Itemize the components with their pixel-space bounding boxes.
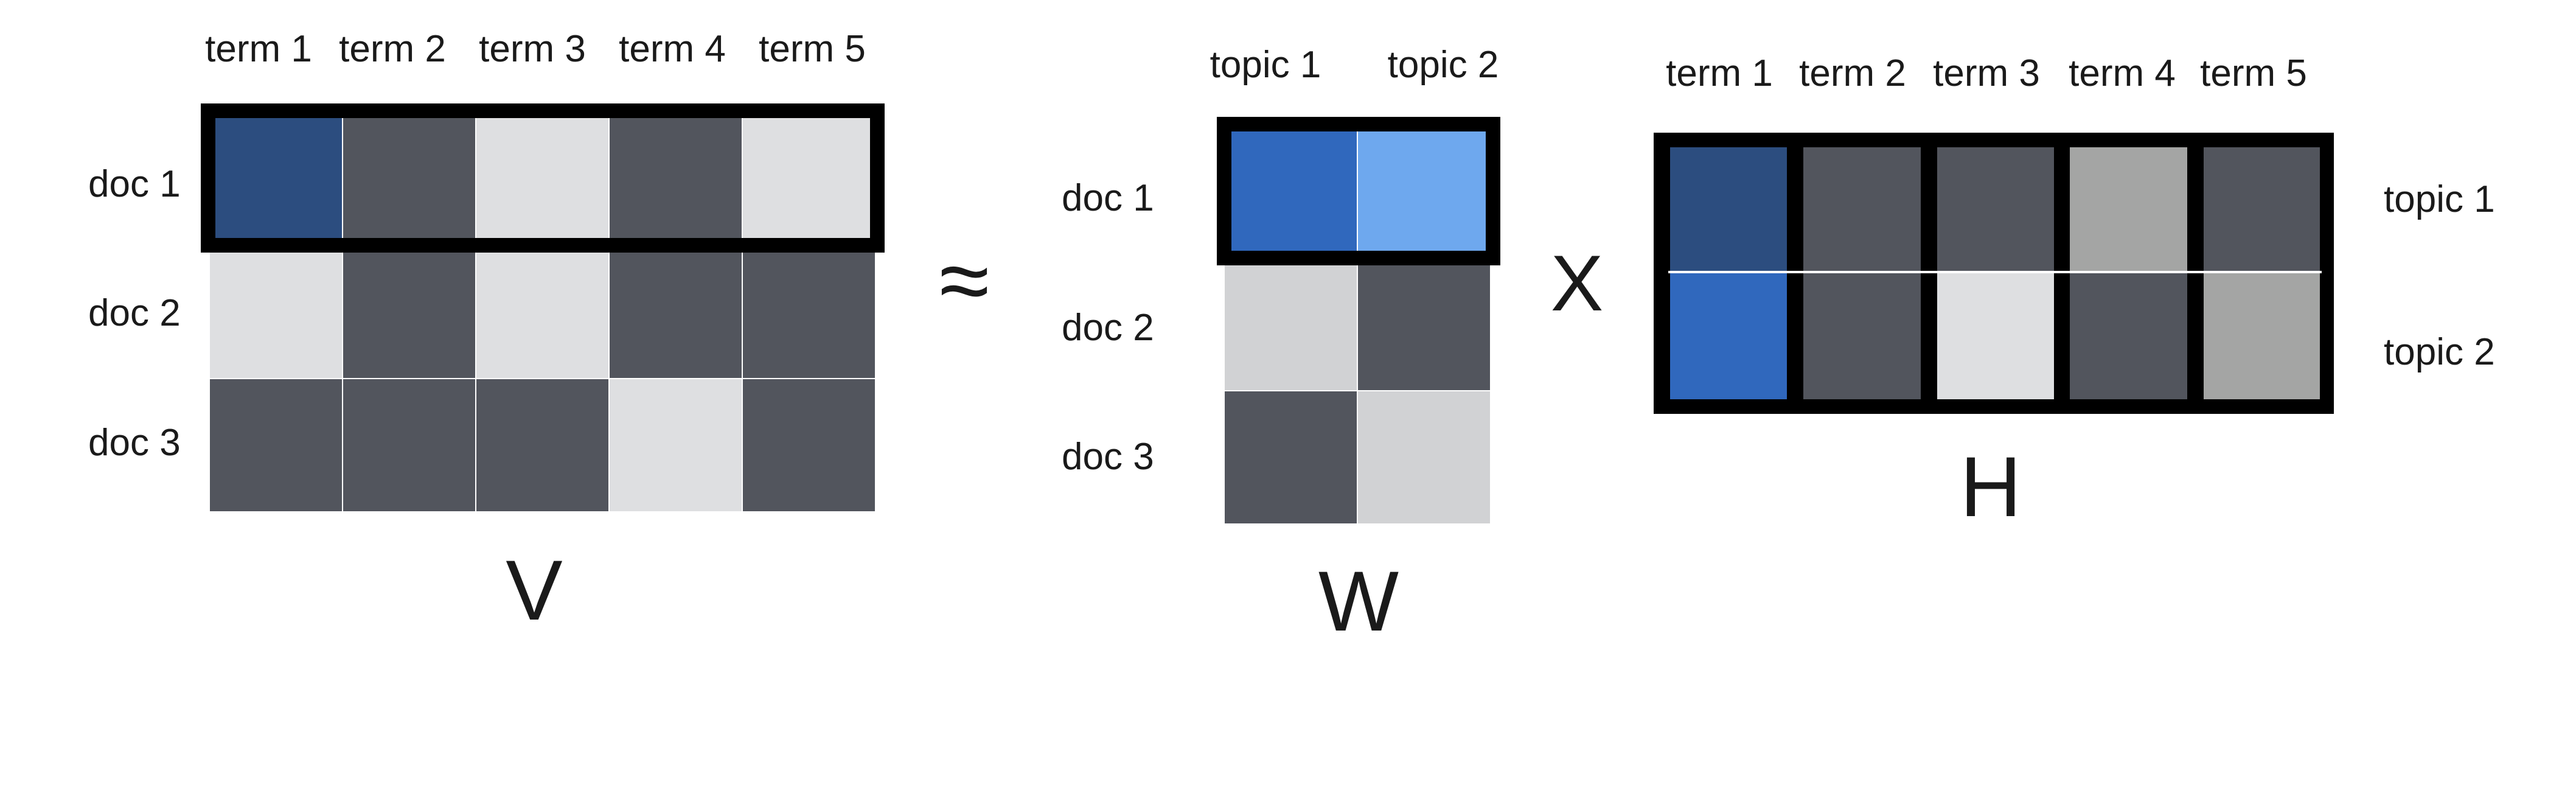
v-cell-doc3-term5	[743, 379, 875, 511]
v-col-header-term-5: term 5	[759, 28, 866, 70]
v-row-header-doc-1: doc 1	[88, 163, 181, 205]
w-cell-doc2-topic2	[1358, 263, 1490, 390]
v-cell-doc2-term4	[610, 251, 742, 378]
v-cell-doc3-term4	[610, 379, 742, 511]
w-cell-doc3-topic2	[1358, 391, 1490, 523]
v-doc1-highlight-frame	[201, 103, 885, 253]
w-col-header-topic-2: topic 2	[1387, 44, 1499, 86]
h-cell-topic2-term3	[1937, 273, 2054, 399]
h-col-header-term-3: term 3	[1933, 52, 2040, 94]
h-col-header-term-5: term 5	[2200, 52, 2307, 94]
h-col-header-term-1: term 1	[1666, 52, 1773, 94]
h-row-header-topic-2: topic 2	[2384, 331, 2495, 373]
w-col-header-topic-1: topic 1	[1210, 44, 1321, 86]
h-row-header-topic-1: topic 1	[2384, 178, 2495, 220]
v-matrix-label: V	[506, 542, 563, 638]
v-col-header-term-1: term 1	[205, 28, 312, 70]
w-cell-doc1-topic1	[1225, 128, 1357, 256]
approx-symbol: ≈	[939, 229, 990, 331]
h-cell-topic2-term4	[2070, 273, 2187, 399]
v-row-header-doc-3: doc 3	[88, 422, 181, 464]
v-cell-doc3-term2	[343, 379, 475, 511]
v-row-header-doc-2: doc 2	[88, 292, 181, 334]
w-cell-doc1-topic2	[1358, 128, 1490, 256]
h-cell-topic1-term2	[1803, 147, 1921, 271]
w-row-header-doc-3: doc 3	[1062, 436, 1154, 478]
v-col-header-term-4: term 4	[619, 28, 726, 70]
v-col-header-term-2: term 2	[339, 28, 446, 70]
w-doc1-highlight-frame	[1217, 117, 1500, 265]
v-cell-doc2-term5	[743, 251, 875, 378]
h-cell-topic1-term4	[2070, 147, 2187, 271]
v-cell-doc1-term5	[743, 113, 875, 240]
w-cell-doc2-topic1	[1225, 263, 1357, 390]
v-cell-doc1-term4	[610, 113, 742, 240]
h-cell-topic2-term5	[2204, 273, 2320, 399]
h-cell-topic1-term1	[1670, 147, 1787, 271]
w-matrix-label: W	[1318, 553, 1399, 649]
v-cell-doc1-term2	[343, 113, 475, 240]
h-matrix-label: H	[1960, 439, 2022, 534]
v-cell-doc2-term2	[343, 251, 475, 378]
w-row-header-doc-2: doc 2	[1062, 307, 1154, 349]
w-cell-doc3-topic1	[1225, 391, 1357, 523]
h-cell-topic2-term1	[1670, 273, 1787, 399]
v-cell-doc1-term1	[210, 113, 342, 240]
v-cell-doc2-term3	[476, 251, 608, 378]
v-cell-doc3-term3	[476, 379, 608, 511]
w-row-header-doc-1: doc 1	[1062, 177, 1154, 219]
v-cell-doc1-term3	[476, 113, 608, 240]
h-col-header-term-4: term 4	[2069, 52, 2176, 94]
h-cell-topic1-term5	[2204, 147, 2320, 271]
multiply-symbol: X	[1550, 239, 1604, 327]
h-cell-topic1-term3	[1937, 147, 2054, 271]
h-col-header-term-2: term 2	[1799, 52, 1906, 94]
h-cell-topic2-term2	[1803, 273, 1921, 399]
h-row-divider	[1668, 271, 2322, 273]
v-cell-doc2-term1	[210, 251, 342, 378]
v-col-header-term-3: term 3	[479, 28, 586, 70]
v-cell-doc3-term1	[210, 379, 342, 511]
